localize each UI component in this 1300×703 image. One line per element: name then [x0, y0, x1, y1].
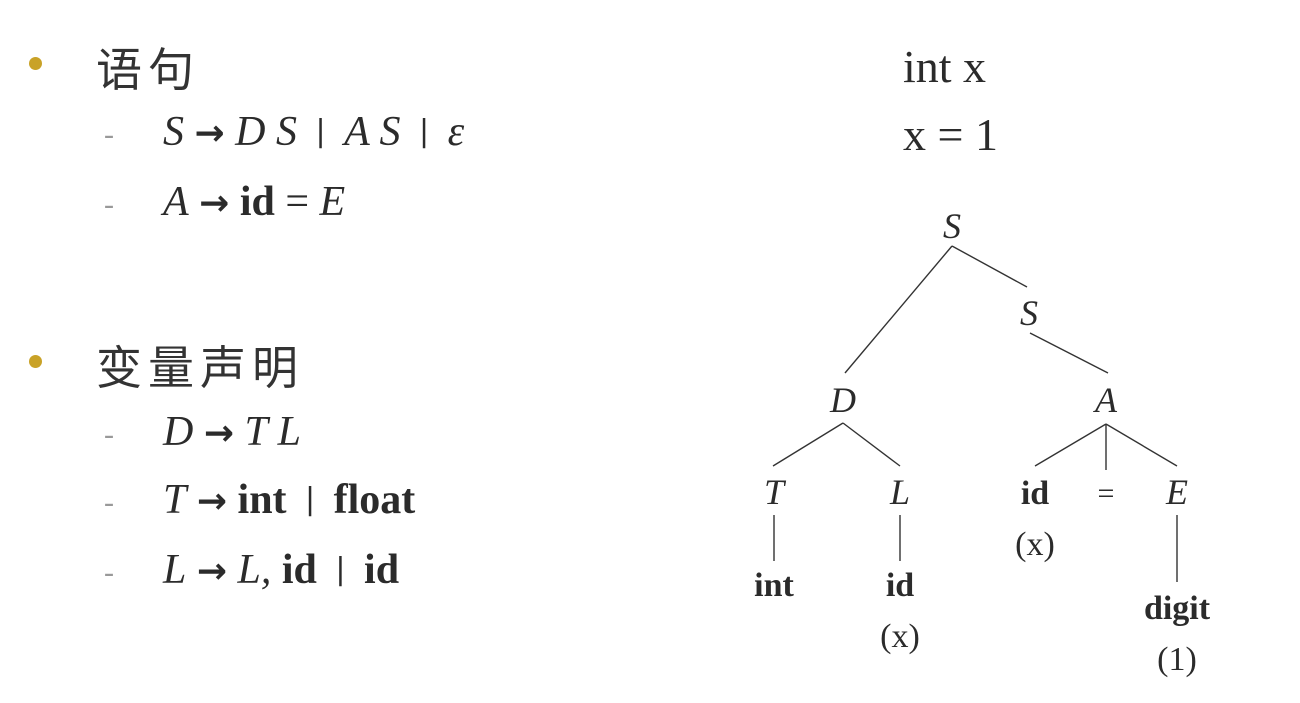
arrow-icon: → — [203, 413, 235, 454]
bar: | — [419, 114, 430, 149]
edge-S-S — [951, 245, 1028, 288]
node-int: int — [754, 567, 794, 604]
edge-A-E — [1105, 423, 1178, 467]
edge-S-D — [844, 245, 953, 374]
node-eq: = — [1098, 477, 1115, 510]
heading-declarations: 变量声明 — [96, 341, 304, 395]
edge-A-id — [1034, 423, 1107, 467]
edge-S-A — [1029, 332, 1109, 374]
node-id-L: id — [886, 567, 914, 604]
dash: - — [104, 418, 114, 451]
node-E: E — [1165, 472, 1188, 512]
rule-L-lhs: L — [163, 547, 187, 593]
heading-statements: 语句 — [96, 43, 200, 97]
rule-T-float: float — [333, 477, 416, 523]
bullet-statements — [29, 57, 42, 70]
edge-D-L — [842, 422, 901, 467]
node-D: D — [829, 380, 856, 420]
rule-A-E: E — [319, 179, 346, 225]
rule-S-rhs-3: ε — [447, 109, 465, 155]
rule-S-lhs: S — [163, 109, 184, 155]
code-line-1: int x — [903, 41, 987, 92]
rule-L-id-1: id — [281, 547, 317, 593]
node-id-A: id — [1021, 475, 1049, 512]
node-S-root: S — [943, 206, 961, 246]
rule-L-rhs-L: L, — [237, 547, 272, 593]
node-T: T — [764, 472, 787, 512]
rule-D-lhs: D — [163, 409, 194, 455]
dash: - — [104, 486, 114, 519]
rule-A-eq: = — [285, 179, 310, 225]
rule-A-lhs: A — [163, 179, 189, 225]
edge-D-T — [772, 422, 844, 467]
node-digit-value: (1) — [1157, 641, 1197, 678]
node-id-A-value: (x) — [1015, 526, 1055, 563]
rule-T-int: int — [237, 477, 287, 523]
rule-A-id: id — [239, 179, 275, 225]
code-line-2: x = 1 — [903, 109, 998, 160]
rule-T: T → int | float — [163, 476, 415, 524]
bullet-declarations — [29, 355, 42, 368]
bar: | — [305, 482, 316, 517]
node-S: S — [1020, 293, 1038, 333]
arrow-icon: → — [196, 551, 228, 592]
rule-D-rhs: T L — [244, 409, 301, 455]
rule-L: L → L, id | id — [163, 546, 399, 594]
node-digit: digit — [1144, 590, 1211, 627]
node-L: L — [889, 472, 910, 512]
bar: | — [315, 114, 326, 149]
rule-S-rhs-1: D S — [235, 109, 298, 155]
rule-D: D → T L — [163, 408, 301, 456]
rule-S: S → D S | A S | ε — [163, 108, 464, 156]
rule-L-id-2: id — [364, 547, 400, 593]
arrow-icon: → — [196, 481, 228, 522]
rule-S-rhs-2: A S — [344, 109, 401, 155]
arrow-icon: → — [194, 113, 225, 154]
dash: - — [104, 556, 114, 589]
node-A: A — [1093, 380, 1118, 420]
arrow-icon: → — [199, 183, 230, 224]
rule-A: A → id = E — [163, 178, 345, 226]
rule-T-lhs: T — [163, 477, 187, 523]
node-id-L-value: (x) — [880, 618, 920, 655]
bar: | — [335, 552, 346, 587]
dash: - — [104, 118, 114, 151]
dash: - — [104, 188, 114, 221]
